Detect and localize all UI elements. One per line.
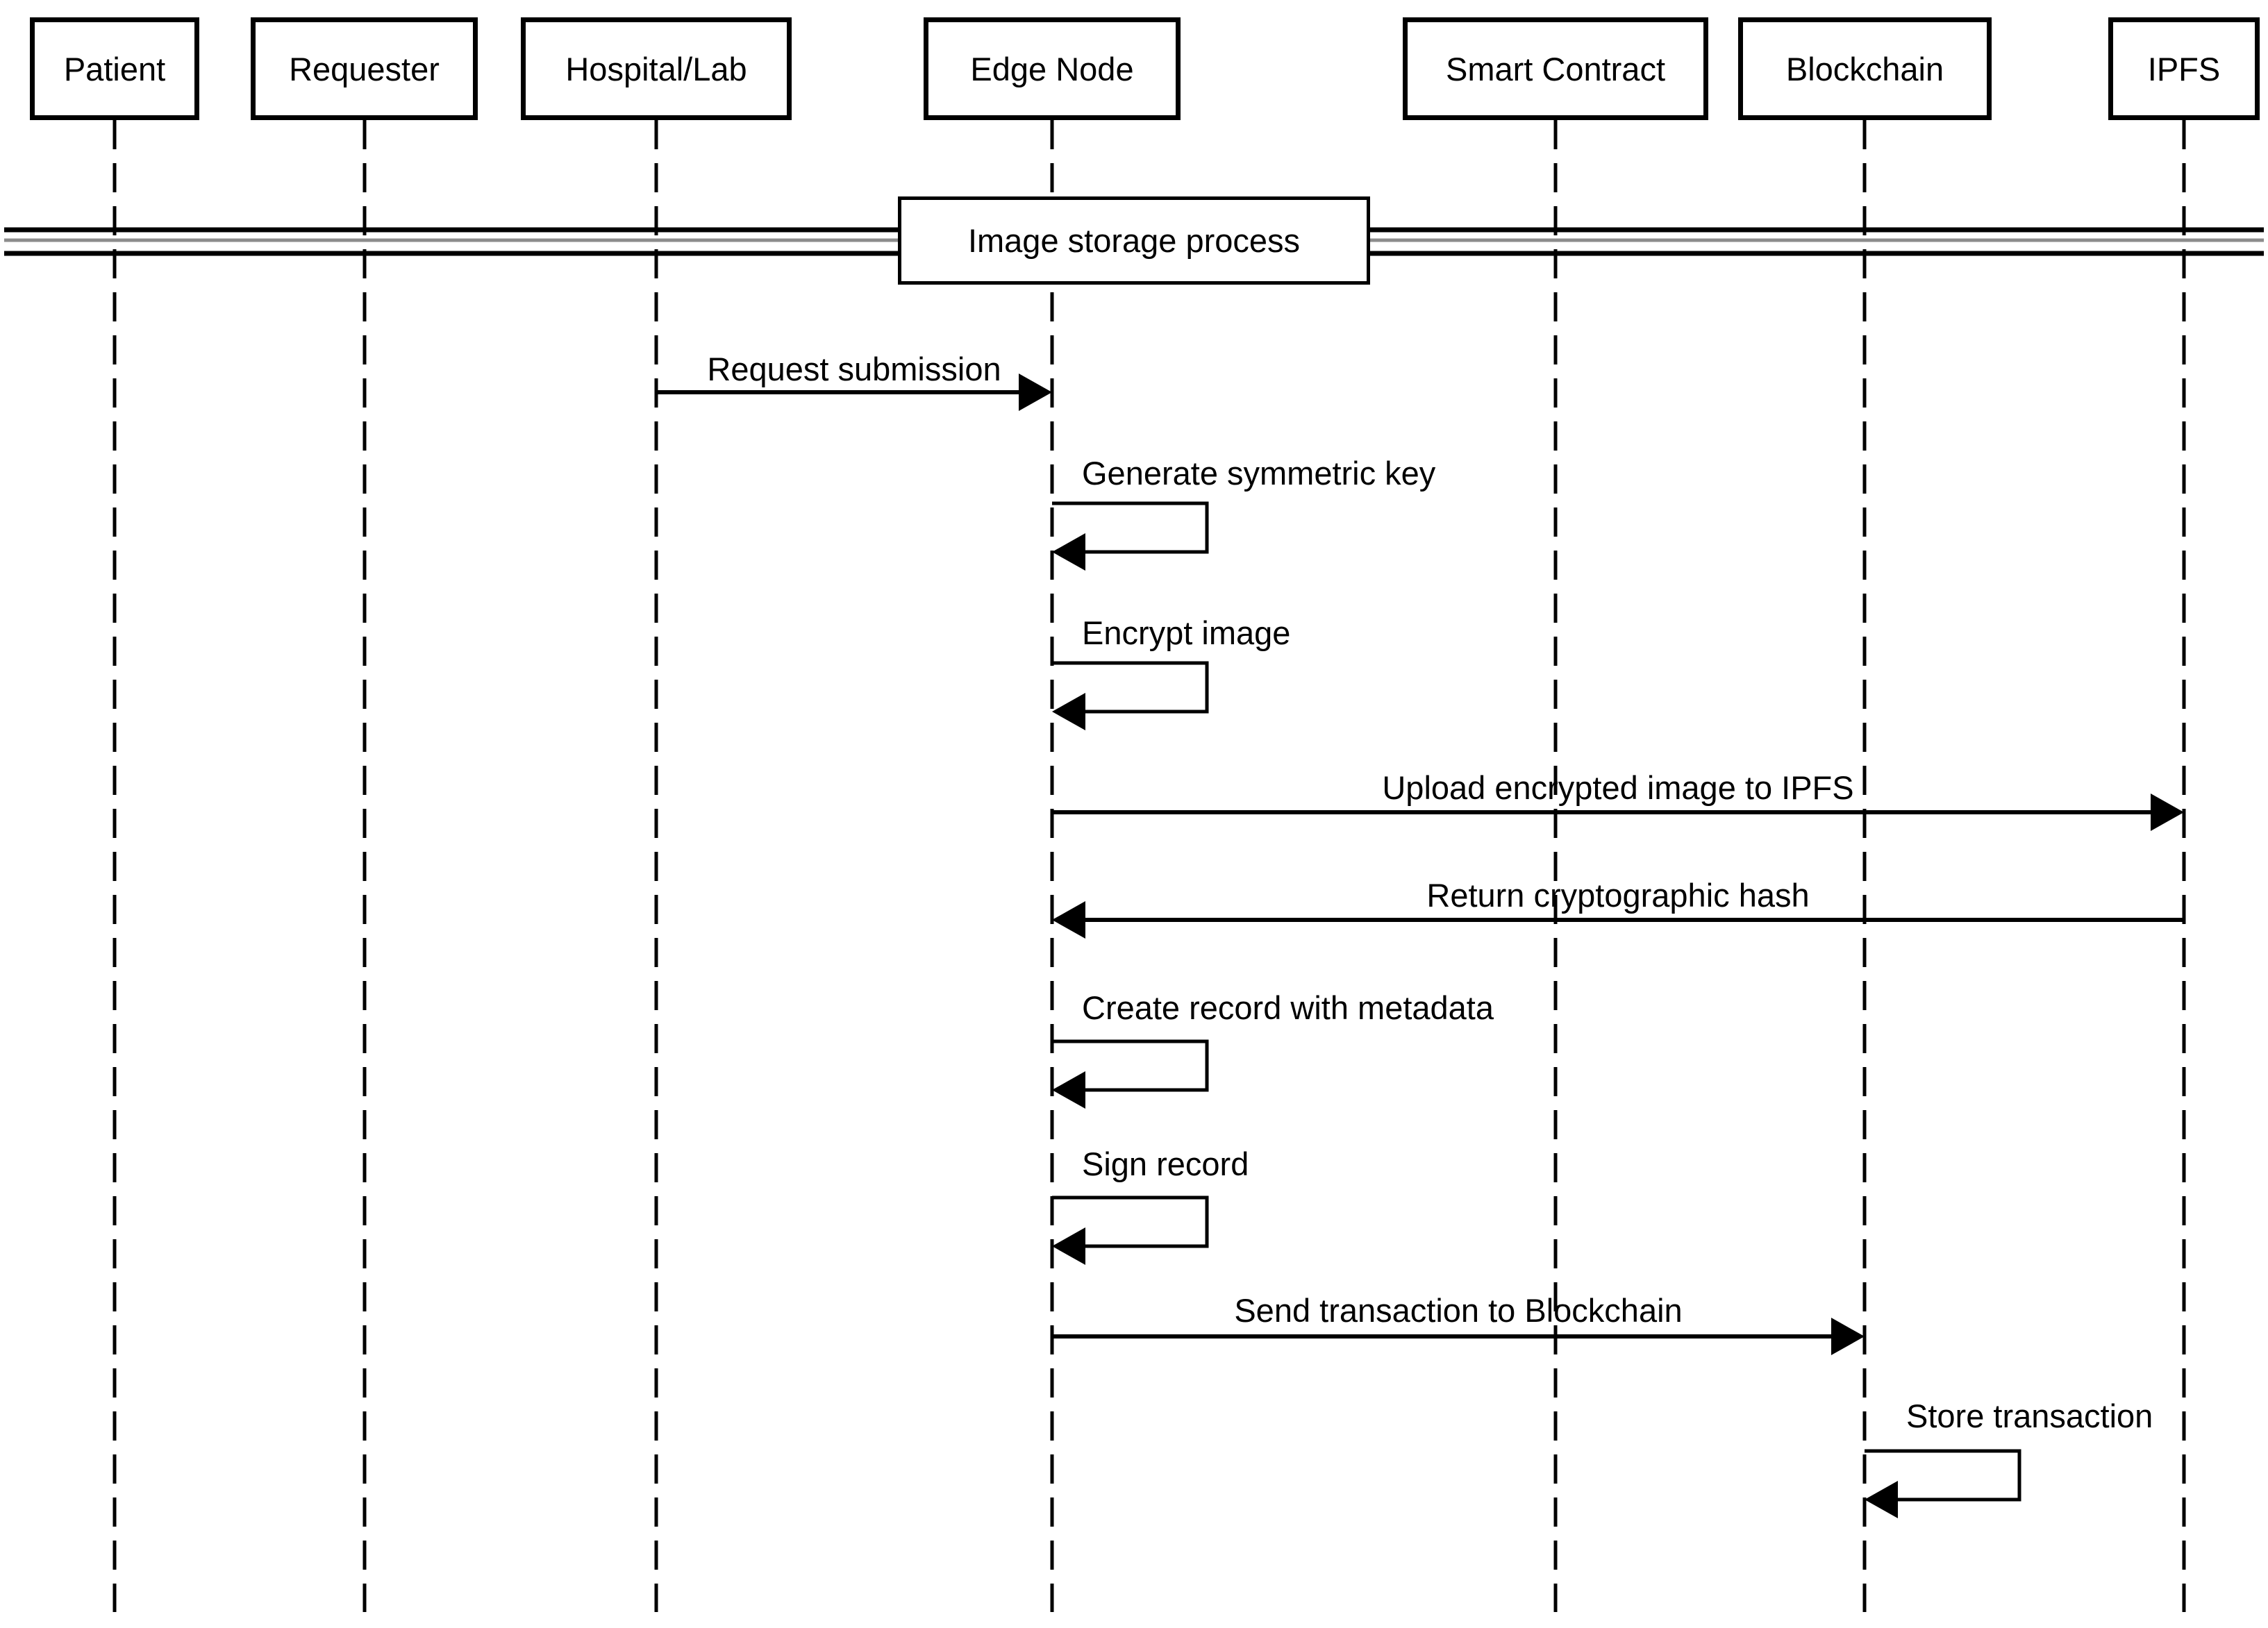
message-label-generate-symmetric-key: Generate symmetric key <box>1082 455 1436 492</box>
actor-label: IPFS <box>2147 50 2221 87</box>
self-message-encrypt-image <box>1052 661 1209 730</box>
message-label-encrypt-image: Encrypt image <box>1082 614 1291 651</box>
self-loop-line <box>1865 1449 2021 1502</box>
actor-label: Edge Node <box>970 50 1134 87</box>
message-label-send-transaction: Send transaction to Blockchain <box>1234 1292 1683 1329</box>
actor-box-patient: Patient <box>30 17 199 120</box>
message-arrow-send-transaction <box>1052 1318 1865 1355</box>
arrowhead-right-icon <box>1019 374 1052 411</box>
arrowhead-left-icon <box>1052 693 1085 730</box>
message-label-store-transaction: Store transaction <box>1906 1398 2153 1434</box>
self-message-generate-symmetric-key <box>1052 501 1209 571</box>
self-message-store-transaction <box>1865 1449 2021 1518</box>
message-arrow-request-submission <box>656 374 1052 411</box>
actor-box-blockchain: Blockchain <box>1738 17 1992 120</box>
self-loop-line <box>1052 1195 1209 1248</box>
arrowhead-left-icon <box>1052 1071 1085 1109</box>
actor-label: Requester <box>289 50 440 87</box>
message-arrow-return-cryptographic-hash <box>1052 901 2184 939</box>
arrowhead-left-icon <box>1052 533 1085 571</box>
self-loop-line <box>1052 501 1209 554</box>
arrowhead-right-icon <box>2151 794 2184 831</box>
actor-box-smart-contract: Smart Contract <box>1403 17 1708 120</box>
actor-label: Patient <box>63 50 166 87</box>
arrowhead-right-icon <box>1831 1318 1865 1355</box>
actor-box-ipfs: IPFS <box>2108 17 2260 120</box>
message-label-upload-encrypted-image: Upload encrypted image to IPFS <box>1382 769 1854 806</box>
self-loop-line <box>1052 1039 1209 1092</box>
self-loop-line <box>1052 661 1209 714</box>
actor-label: Smart Contract <box>1445 50 1666 87</box>
lifelines <box>112 120 2186 1612</box>
self-message-sign-record <box>1052 1195 1209 1265</box>
arrowhead-left-icon <box>1865 1481 1898 1518</box>
message-label-create-record: Create record with metadata <box>1082 989 1494 1026</box>
self-message-create-record <box>1052 1039 1209 1109</box>
arrowhead-left-icon <box>1052 901 1085 939</box>
actor-label: Hospital/Lab <box>565 50 747 87</box>
actor-box-edge-node: Edge Node <box>924 17 1181 120</box>
divider-label-box: Image storage process <box>898 196 1370 285</box>
divider-label: Image storage process <box>967 222 1301 259</box>
actor-label: Blockchain <box>1785 50 1944 87</box>
arrowhead-left-icon <box>1052 1227 1085 1265</box>
message-arrow-upload-encrypted-image <box>1052 794 2184 831</box>
actor-box-hospital-lab: Hospital/Lab <box>521 17 792 120</box>
message-label-return-hash: Return cryptographic hash <box>1426 877 1810 914</box>
actor-box-requester: Requester <box>251 17 478 120</box>
message-label-sign-record: Sign record <box>1082 1146 1249 1182</box>
message-label-request-submission: Request submission <box>707 351 1001 387</box>
